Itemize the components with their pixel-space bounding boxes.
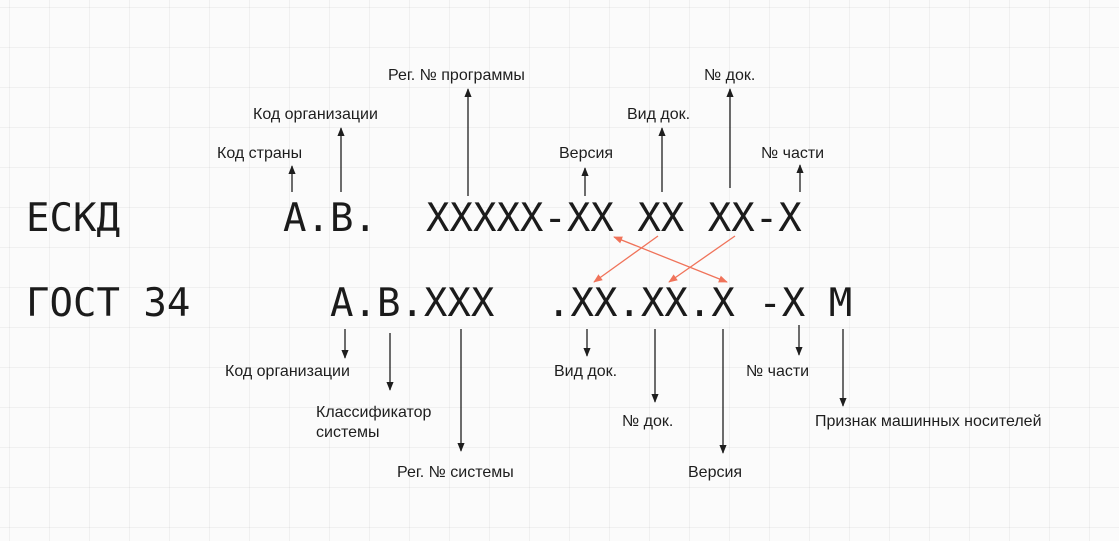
label-gost-doc-no: № док. [622, 413, 673, 430]
label-eskd-doc-type: Вид док. [627, 106, 690, 123]
label-eskd-part-no: № части [761, 145, 824, 162]
label-gost-machine-media: Признак машинных носителей [815, 413, 1042, 430]
label-gost-system-classifier-line1: Классификатор [316, 404, 432, 421]
label-gost-org-code: Код организации [225, 363, 350, 380]
eskd-standard-name: ЕСКД [26, 196, 120, 241]
label-eskd-country-code: Код страны [217, 145, 302, 162]
label-eskd-org-code: Код организации [253, 106, 378, 123]
label-gost-version: Версия [688, 464, 742, 481]
label-gost-doc-type: Вид док. [554, 363, 617, 380]
mapping-arrow-doc-no [668, 235, 736, 283]
label-eskd-doc-no: № док. [704, 67, 755, 84]
gost34-standard-name: ГОСТ 34 [26, 281, 190, 326]
gost34-document-code: .XX.XX.X -X М [547, 281, 852, 326]
mapping-arrow-doc-type [593, 235, 659, 283]
gost34-org-code: А.В.XXX [330, 281, 495, 326]
label-eskd-version: Версия [559, 145, 613, 162]
eskd-document-code: XXXXX-XX XX XX-X [426, 196, 802, 241]
label-gost-system-classifier-line2: системы [316, 424, 379, 441]
label-gost-part-no: № части [746, 363, 809, 380]
mapping-arrow-version [613, 236, 728, 283]
label-gost-system-reg-no: Рег. № системы [397, 464, 514, 481]
label-eskd-program-reg-no: Рег. № программы [388, 67, 525, 84]
eskd-country-org-code: А.В. [283, 196, 377, 241]
